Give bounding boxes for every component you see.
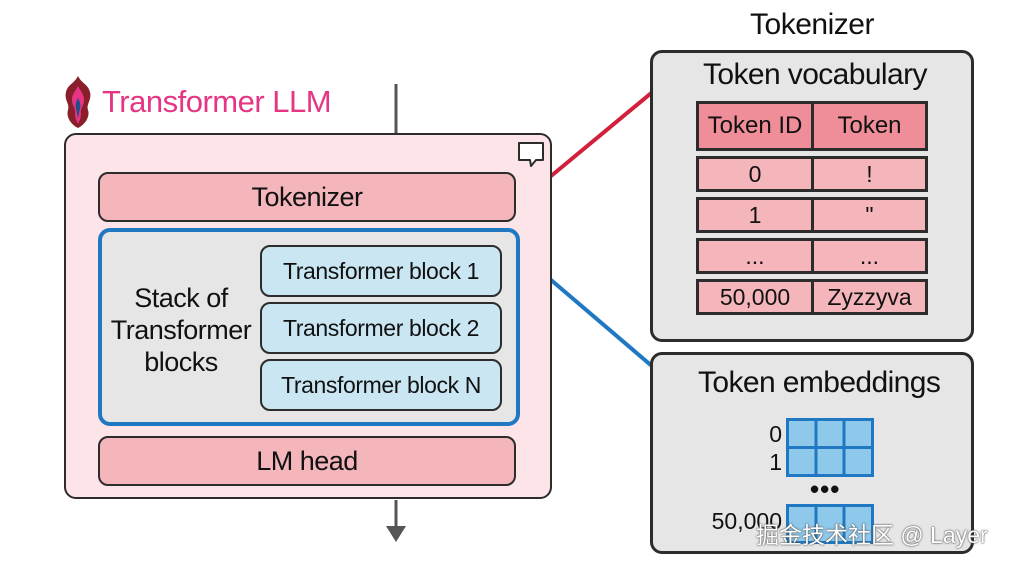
transformer-block-1-label: Transformer block 1	[282, 257, 480, 284]
table-row: 50,000 Zyzzyva	[696, 279, 928, 315]
table-row: 0 !	[696, 156, 928, 192]
transformer-block-n-label: Transformer block N	[281, 371, 481, 398]
header-token-id: Token ID	[696, 101, 814, 151]
stack-label-line-1: Stack of	[134, 283, 228, 313]
flame-logo-icon	[65, 76, 91, 128]
table-cell: 50,000	[696, 279, 814, 315]
embedding-row-label-0: 0	[769, 421, 782, 447]
embedding-grid-bottom	[786, 504, 874, 544]
embedding-row-label-last: 50,000	[711, 508, 782, 534]
stack-label-line-2: Transformer	[110, 315, 252, 345]
token-vocabulary-title: Token vocabulary	[703, 58, 927, 91]
table-gap	[697, 189, 927, 200]
table-cell: 1	[696, 197, 814, 233]
stack-label-line-3: blocks	[144, 347, 218, 377]
table-cell: ...	[696, 238, 814, 274]
table-row: 1 "	[696, 197, 928, 233]
transformer-block-1: Transformer block 1	[260, 245, 502, 297]
embedding-ellipsis: •••	[810, 474, 841, 504]
chat-bubble-icon	[518, 142, 544, 167]
tokenizer-bar: Tokenizer	[98, 172, 516, 222]
output-arrowhead	[386, 526, 406, 542]
embedding-row-label-1: 1	[769, 449, 782, 475]
transformer-block-2-label: Transformer block 2	[282, 314, 480, 341]
table-cell: "	[811, 197, 928, 233]
table-cell: ...	[811, 238, 928, 274]
llm-title: Transformer LLM	[102, 84, 332, 119]
table-cell: !	[811, 156, 928, 192]
embedding-grid-top	[786, 418, 874, 477]
stack-label: Stack of Transformer blocks	[104, 282, 258, 378]
transformer-block-2: Transformer block 2	[260, 302, 502, 354]
table-cell: 0	[696, 156, 814, 192]
tokenizer-heading: Tokenizer	[750, 8, 874, 41]
lm-head-bar: LM head	[98, 436, 516, 486]
token-embeddings-title: Token embeddings	[698, 366, 941, 399]
table-cell: Zyzzyva	[811, 279, 928, 315]
table-row: ... ...	[696, 238, 928, 274]
transformer-block-n: Transformer block N	[260, 359, 502, 411]
table-header-row: Token ID Token	[696, 101, 928, 151]
watermark-text: 掘金技术社区 @ Layer	[756, 522, 988, 548]
llm-title-row: Transformer LLM	[60, 74, 332, 130]
table-gap	[697, 148, 927, 159]
tokenizer-bar-label: Tokenizer	[251, 181, 363, 212]
token-vocabulary-table: Token ID Token 0 ! 1 " ... ... 50,000 Zy…	[696, 101, 928, 315]
lm-head-label: LM head	[256, 445, 358, 476]
table-gap	[697, 271, 927, 282]
table-gap	[697, 230, 927, 241]
header-token: Token	[811, 101, 928, 151]
